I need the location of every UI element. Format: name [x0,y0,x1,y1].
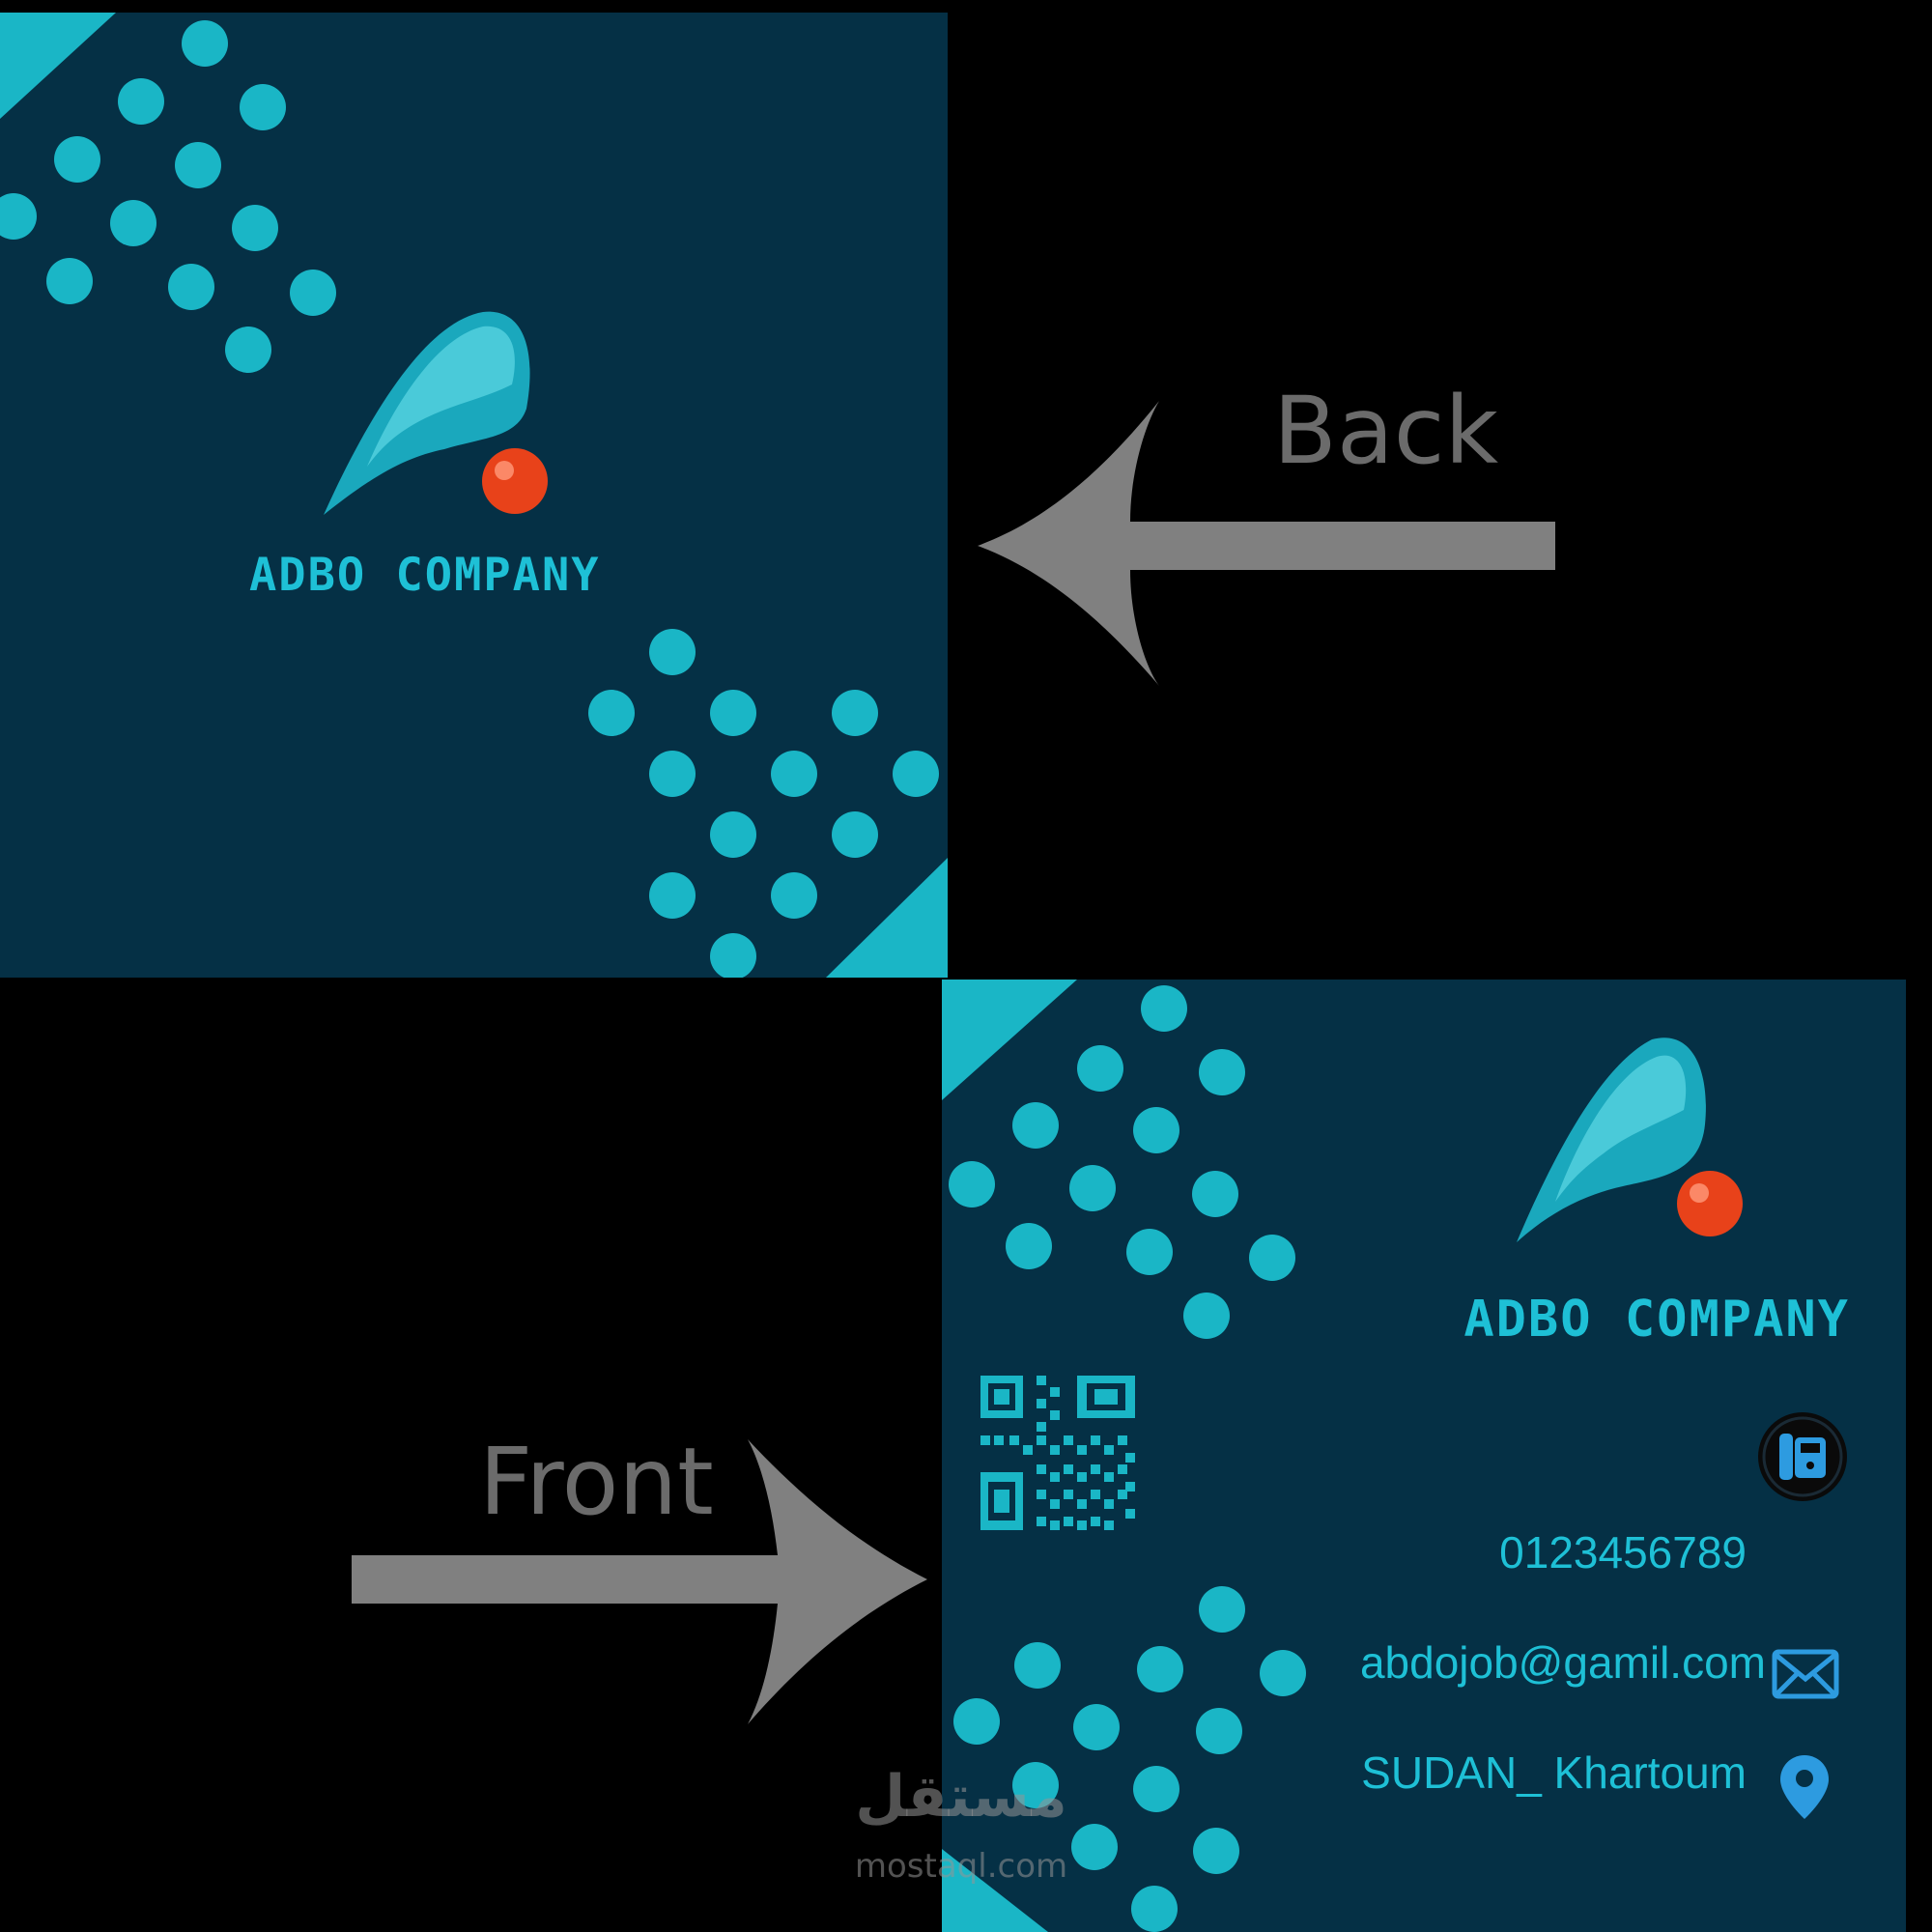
front-card: ADBO COMPANY 0123456789 abdojob@gamil.co… [942,980,1906,1932]
dot-pattern-top [0,20,336,373]
location-pin-icon [1780,1755,1829,1819]
front-label: Front [479,1428,714,1536]
email-address: abdojob@gamil.com [1359,1637,1766,1688]
phone-number: 0123456789 [1499,1527,1747,1577]
corner-triangle [826,858,948,978]
dot-pattern-bottom [588,629,939,978]
back-card-decoration [0,13,948,978]
watermark-arabic: مستقل [855,1763,1067,1831]
watermark-site: mostaql.com [854,1847,1068,1886]
company-name: ADBO COMPANY [249,549,601,602]
back-card: ADBO COMPANY [0,13,948,978]
dot-pattern-bottom [953,1586,1306,1932]
phone-icon [1758,1412,1847,1501]
corner-triangle [0,13,116,119]
dot-pattern-top [949,985,1295,1339]
company-name: ADBO COMPANY [1463,1291,1850,1349]
mail-icon [1772,1649,1839,1699]
back-label: Back [1273,377,1499,485]
qr-code-icon [980,1376,1135,1530]
company-logo [324,311,548,515]
front-card-decoration [942,980,1847,1932]
corner-triangle [942,980,1077,1100]
corner-triangle [942,1849,1048,1932]
location-text: SUDAN_ Khartoum [1361,1747,1747,1798]
company-logo [1517,1037,1743,1242]
